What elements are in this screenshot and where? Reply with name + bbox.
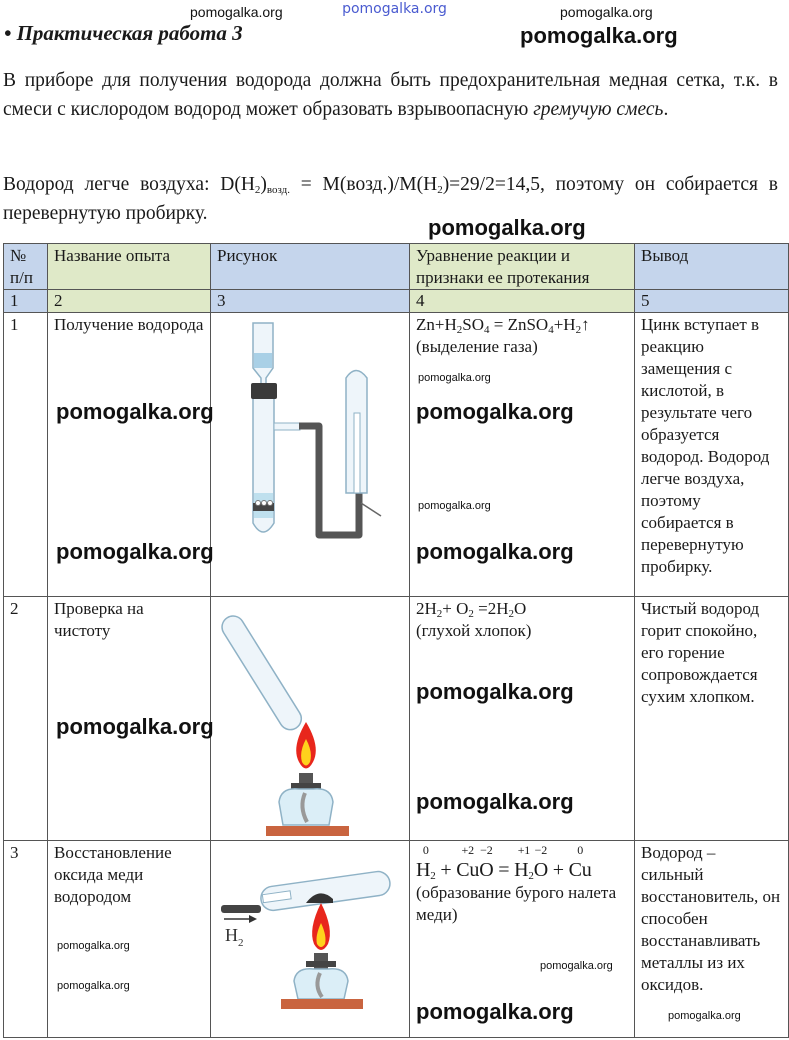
paragraph-density: Водород легче воздуха: D(H2)возд. = M(во… — [3, 174, 778, 224]
hydrogen-apparatus-illustration — [251, 322, 382, 539]
watermark: pomogalka.org — [668, 1010, 741, 1022]
reaction-equation: Zn+H2SO4 = ZnSO4+H2↑ — [416, 315, 590, 336]
watermark: pomogalka.org — [418, 372, 491, 384]
watermark: pomogalka.org — [416, 679, 574, 704]
horizontal-test-tube — [260, 870, 391, 912]
watermark: pomogalka.org — [57, 940, 130, 952]
reaction-sign: (выделение газа) — [416, 337, 538, 356]
inverted-test-tube — [221, 615, 303, 731]
conclusion: Чистый водород горит спокойно, его горен… — [634, 596, 789, 841]
reaction-sign: (глухой хлопок) — [416, 621, 532, 640]
inner-tube — [353, 412, 361, 494]
column-number: 4 — [409, 289, 635, 313]
copper-reduction-illustration: H2 — [221, 870, 391, 1009]
watermark: pomogalka.org — [428, 215, 586, 240]
watermark: pomogalka.org — [56, 539, 214, 564]
rubber-hose — [299, 422, 363, 539]
watermark: pomogalka.org — [540, 960, 613, 972]
watermark: pomogalka.org — [56, 399, 214, 424]
watermark: pomogalka.org — [560, 4, 653, 20]
table-header-row: № п/п Название опыта Рисунок Уравнение р… — [3, 243, 789, 290]
copper-oxide-powder — [306, 893, 333, 903]
column-number: 1 — [3, 289, 48, 313]
column-number: 3 — [210, 289, 410, 313]
header-cell-figure: Рисунок — [210, 243, 410, 290]
experiment-name: Проверка на чистоту — [47, 596, 211, 841]
table-row: 3 Восстановление оксида меди водородом H… — [3, 840, 789, 1038]
reaction-sign: (образование бурого налета меди) — [416, 883, 617, 924]
spirit-lamp — [278, 788, 334, 826]
side-tube — [273, 422, 301, 431]
watermark: pomogalka.org — [416, 999, 574, 1024]
table-row: 2 Проверка на чистоту 2H2+ O2 =2H2O (глу… — [3, 596, 789, 841]
column-number: 2 — [47, 289, 211, 313]
watermark: pomogalka.org — [57, 980, 130, 992]
stopper — [251, 383, 277, 399]
watermark: pomogalka.org — [190, 4, 283, 20]
table-row: 1 Получение водорода Zn+H2SO4 = ZnSO4+H2… — [3, 312, 789, 597]
watermark: pomogalka.org — [416, 789, 574, 814]
figure-copper-reduction: H2 — [210, 840, 410, 1038]
header-cell-conclusion: Вывод — [634, 243, 789, 290]
watermark-top: pomogalka.org — [342, 1, 447, 17]
italic-term: гремучую смесь — [533, 99, 664, 120]
header-cell-equation: Уравнение реакции и признаки ее протекан… — [409, 243, 635, 290]
column-number: 5 — [634, 289, 789, 313]
row-number: 1 — [3, 312, 48, 597]
column-number-row: 1 2 3 4 5 — [3, 289, 789, 313]
watermark: pomogalka.org — [418, 500, 491, 512]
gas-label: H2 — [225, 925, 244, 949]
experiment-name: Восстановление оксида меди водородом — [47, 840, 211, 1038]
zinc-granules — [253, 503, 274, 511]
equation-cell: 2H2+ O2 =2H2O (глухой хлопок) — [409, 596, 635, 841]
gas-inlet-tube — [221, 905, 261, 913]
lamp-stand — [281, 999, 363, 1009]
row-number: 3 — [3, 840, 48, 1038]
row-number: 2 — [3, 596, 48, 841]
clamp — [360, 502, 382, 517]
spirit-lamp — [293, 968, 349, 1000]
experiments-table: № п/п Название опыта Рисунок Уравнение р… — [3, 243, 789, 1038]
reaction-equation: 2H2+ O2 =2H2O — [416, 599, 527, 620]
figure-hydrogen-apparatus — [210, 312, 410, 597]
funnel-liquid — [254, 353, 272, 368]
equation-cell: Zn+H2SO4 = ZnSO4+H2↑ (выделение газа) — [409, 312, 635, 597]
conclusion: Цинк вступает в реакцию замещения с кисл… — [634, 312, 789, 597]
header-cell-name: Название опыта — [47, 243, 211, 290]
watermark: pomogalka.org — [416, 539, 574, 564]
watermark: pomogalka.org — [416, 399, 574, 424]
watermark: pomogalka.org — [520, 23, 678, 48]
conclusion: Водород – сильный восстановитель, он спо… — [634, 840, 789, 1038]
page-title: • Практическая работа 3 — [4, 21, 243, 45]
figure-purity-test — [210, 596, 410, 841]
purity-test-illustration — [221, 615, 349, 836]
header-cell-number: № п/п — [3, 243, 48, 290]
watermark: pomogalka.org — [56, 714, 214, 739]
paragraph-safety: В приборе для получения водорода должна … — [3, 70, 778, 120]
lamp-stand — [266, 826, 349, 836]
